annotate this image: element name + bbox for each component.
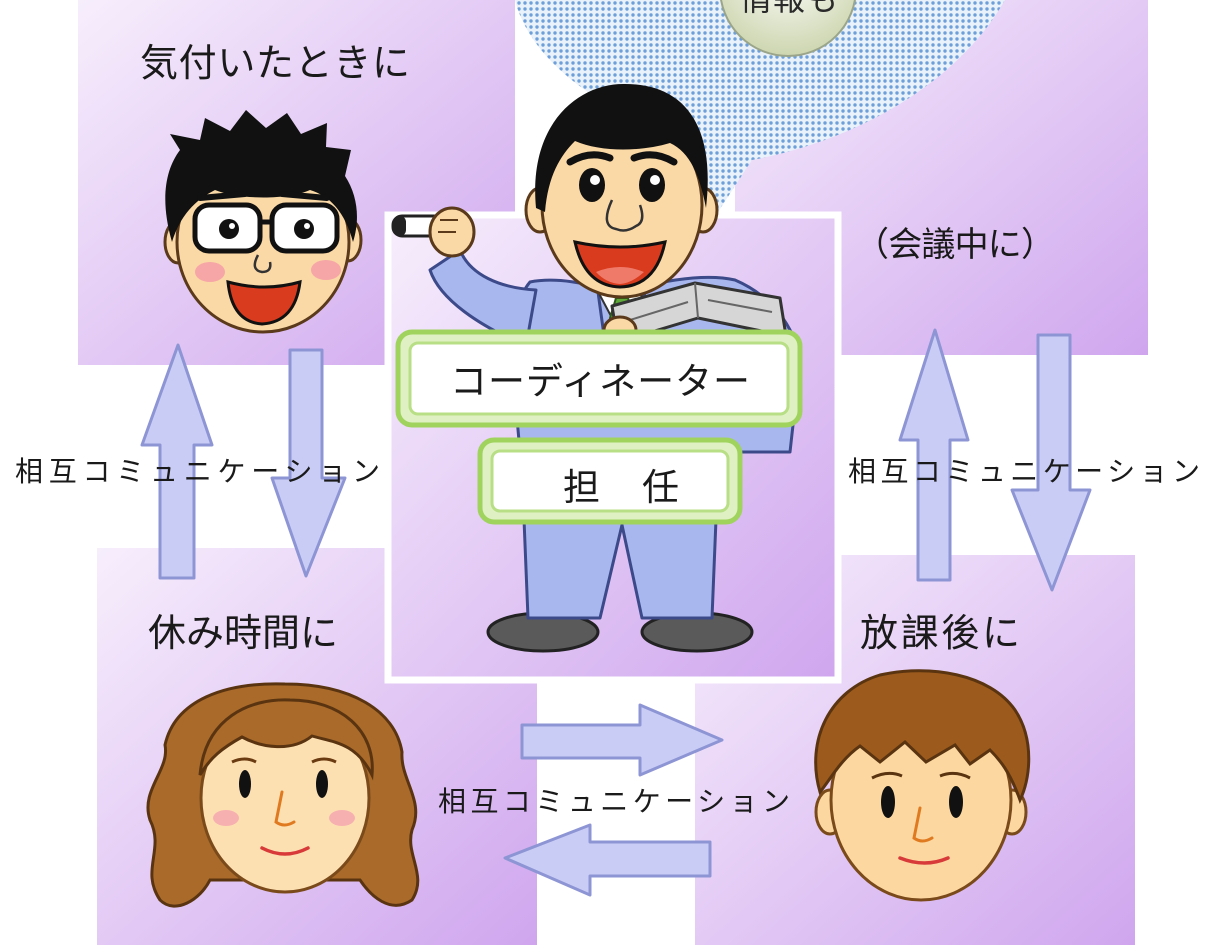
scene-bottom-left-text: 休み時間に bbox=[148, 611, 338, 655]
scene-top-right-text: （会議中に） bbox=[855, 225, 1055, 265]
info-orb bbox=[720, 0, 856, 57]
communication-left-text: 相互コミュニケーション bbox=[15, 455, 380, 488]
arrow-down-right bbox=[1010, 333, 1092, 592]
bubble-text: 情報も bbox=[740, 0, 838, 18]
arrow-up-right bbox=[898, 328, 970, 582]
coordinator-label: コーディネーター bbox=[395, 329, 803, 428]
arrow-right-bottom bbox=[520, 703, 724, 777]
arrow-down-left bbox=[270, 348, 347, 578]
glasses-man-illustration bbox=[163, 110, 363, 334]
scene-top-left-text: 気付いたときに bbox=[140, 41, 410, 85]
coordinator-teacher-figure: コーディネーター 担 任 bbox=[391, 83, 803, 653]
arrow-left-bottom bbox=[503, 823, 712, 897]
boy-illustration bbox=[814, 669, 1031, 902]
teacher-label-text: 担 任 bbox=[563, 466, 679, 509]
communication-right-text: 相互コミュニケーション bbox=[848, 455, 1200, 488]
arrow-up-left bbox=[140, 343, 214, 580]
teacher-label: 担 任 bbox=[477, 437, 743, 525]
thought-bubble: 情報も bbox=[515, 0, 1005, 212]
communication-bottom-text: 相互コミュニケーション bbox=[438, 785, 790, 818]
coordinator-label-text: コーディネーター bbox=[450, 360, 750, 403]
girl-illustration bbox=[146, 682, 420, 908]
